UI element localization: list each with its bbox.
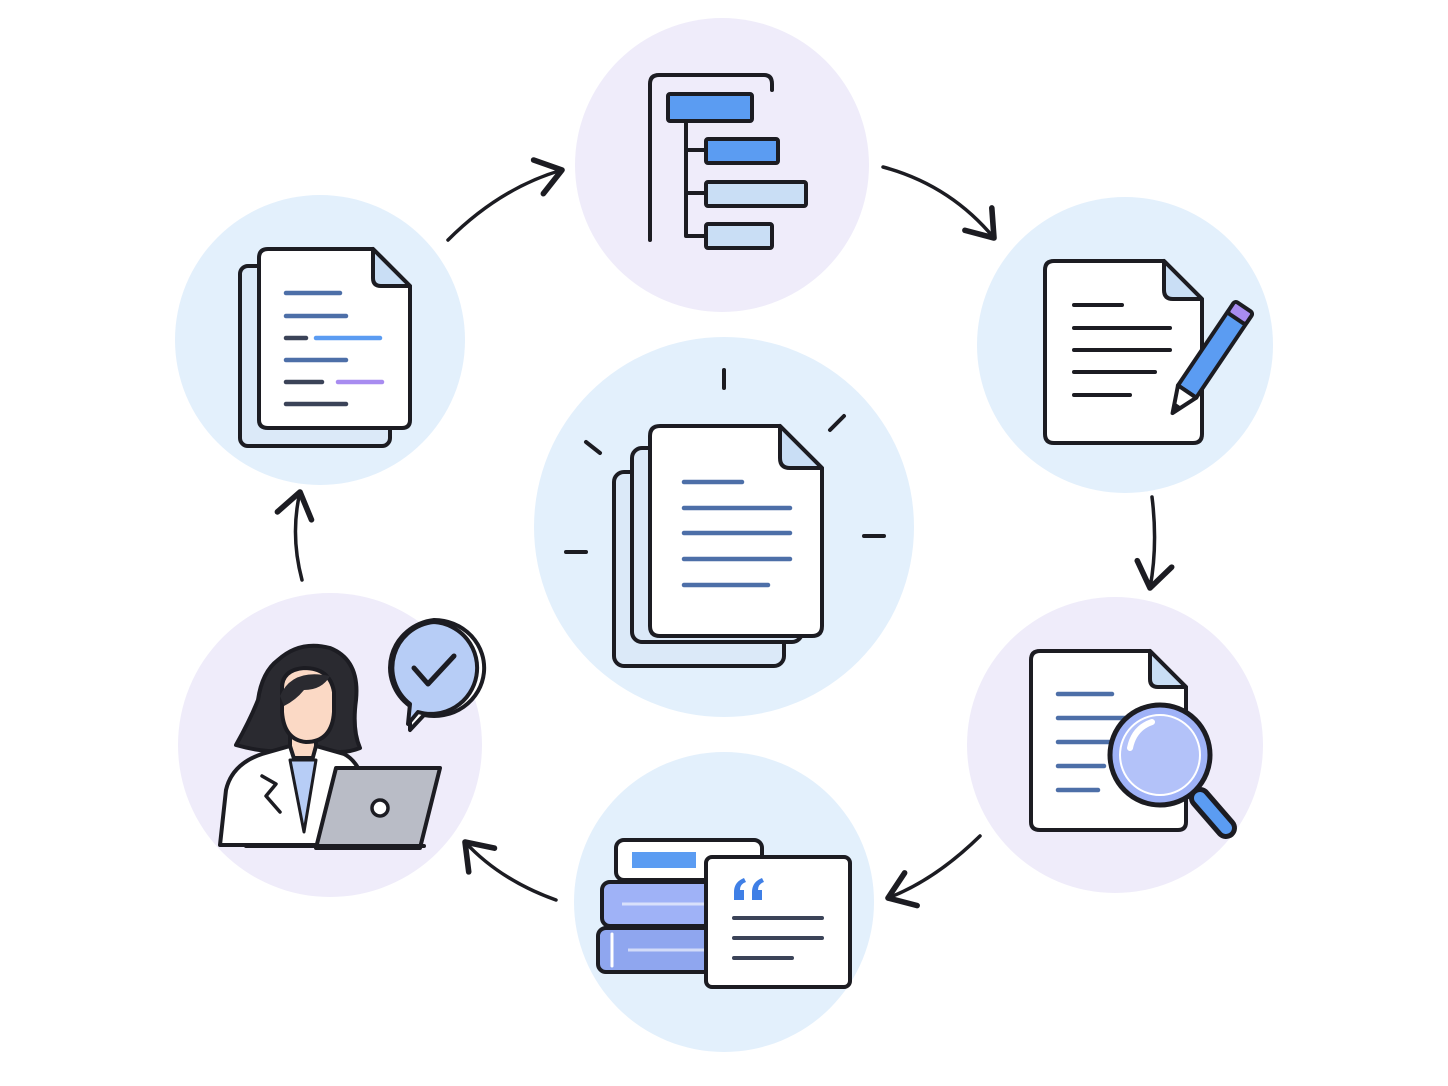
arrow-researcher-to-draft: [274, 489, 315, 582]
document-edit-icon: [1043, 259, 1255, 445]
document-stack-icon: [564, 368, 886, 668]
arrow-write-to-review: [1134, 495, 1175, 591]
magnifier-icon: [1107, 702, 1237, 839]
researcher-laptop-icon: [218, 643, 442, 850]
arrow-cite-to-researcher: [462, 839, 558, 902]
quote-mark-icon: [734, 878, 764, 900]
check-bubble-icon: [388, 617, 487, 732]
arrow-review-to-cite: [885, 834, 982, 909]
outline-hierarchy-icon: [648, 73, 808, 250]
books-quote-icon: [596, 838, 852, 989]
pencil-icon: [1170, 299, 1255, 416]
arrow-outline-to-write: [881, 165, 997, 241]
document-lines-icon: [238, 247, 412, 448]
document-search-icon: [1029, 649, 1237, 839]
arrow-draft-to-outline: [446, 157, 565, 242]
